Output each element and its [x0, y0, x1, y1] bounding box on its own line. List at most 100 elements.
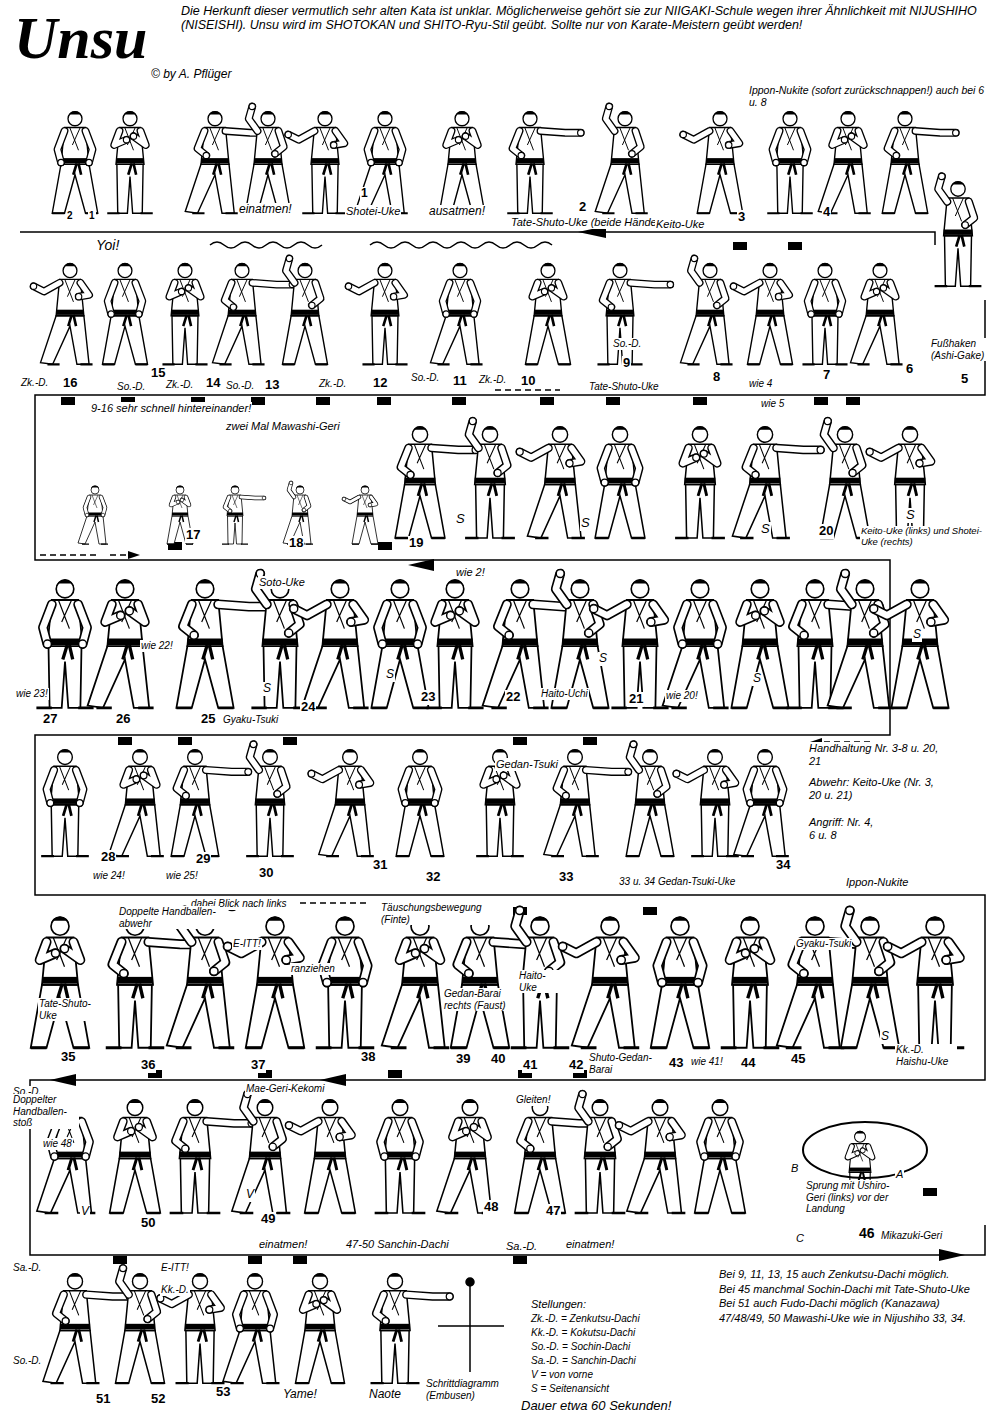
note-label: Sa.-D.: [505, 1240, 538, 1253]
karateka-figure: [395, 426, 479, 538]
karateka-figure: [246, 741, 294, 856]
karateka-figure: [426, 579, 483, 708]
note-label: Mikazuki-Geri: [880, 1230, 943, 1242]
note-label: S: [912, 628, 922, 642]
karateka-figure: [866, 426, 935, 538]
callout-number: 49: [260, 1212, 276, 1227]
karateka-figure: [626, 741, 674, 856]
callout-number: 44: [740, 1056, 756, 1071]
karateka-figure: [109, 749, 164, 856]
callout-number: 20: [818, 524, 834, 539]
note-label: Soto-Uke: [258, 576, 306, 589]
karateka-figure: [116, 1265, 165, 1383]
callout-number: 10: [520, 374, 536, 389]
note-label: wie 5: [760, 398, 785, 410]
note-label: V: [245, 1188, 255, 1202]
note-label: Fußhaken (Ashi-Gake): [930, 338, 992, 361]
karateka-figure: [663, 579, 729, 708]
karateka-figure: [251, 570, 308, 708]
callout-number: 11: [452, 374, 468, 389]
position-marker: [846, 397, 860, 405]
note-label: Tate-Shuto-Uke: [38, 998, 100, 1021]
callout-number: 12: [372, 376, 388, 391]
note-label: S: [905, 508, 916, 523]
callout-number: 7: [822, 368, 831, 383]
note-label: S: [262, 682, 272, 696]
position-marker: [61, 397, 75, 405]
note-label: Gyaku-Tsuki: [795, 938, 852, 950]
note-label: Naote: [368, 1388, 402, 1402]
callout-number: 4: [822, 205, 831, 220]
callout-number: 15: [150, 366, 166, 381]
note-label: Tate-Shuto-Uke (beide Hände): [510, 216, 661, 229]
karateka-figure: [171, 749, 251, 856]
position-marker: [923, 1188, 937, 1196]
karateka-figure: [316, 916, 375, 1048]
note-label: © by A. Pflüger: [150, 68, 232, 82]
note-label: wie 48: [42, 1138, 73, 1150]
note-label: Dauer etwa 60 Sekunden!: [520, 1399, 672, 1414]
karateka-figure: [345, 263, 407, 364]
callout-number: 9: [622, 356, 631, 371]
note-label: einatmen!: [565, 1238, 615, 1251]
note-label: S: [455, 512, 466, 527]
note-label: Gedan-Barai rechts (Faust): [443, 988, 515, 1011]
karateka-figure: [516, 426, 585, 538]
callout-number: 35: [60, 1050, 76, 1065]
position-marker: [643, 907, 657, 915]
position-marker: [113, 1256, 127, 1264]
note-label: Mae-Geri-Kekomi: [245, 1083, 325, 1095]
karateka-figure: [232, 1091, 291, 1213]
callout-number: 6: [905, 362, 914, 377]
note-label: Doppelter Handballen-stoß: [12, 1094, 79, 1129]
karateka-figure: [511, 906, 570, 1047]
karateka-figure: [223, 1273, 280, 1383]
motion-swirl: [803, 1122, 927, 1178]
karateka-figure: [102, 263, 147, 364]
figure-group: [30, 103, 981, 1383]
note-label: Bei 51 auch Fudo-Dachi möglich (Kanazawa…: [718, 1297, 990, 1310]
note-label: S: [385, 668, 395, 682]
note-label: wie 2!: [455, 566, 486, 579]
note-label: Gyaku-Tsuki: [222, 714, 279, 726]
karateka-figure: [465, 418, 515, 538]
callout-number: 13: [264, 378, 280, 393]
note-label: E-ITT!: [160, 1262, 190, 1274]
note-label: So.-D. = Sochin-Dachi: [530, 1341, 631, 1353]
callout-number: 29: [195, 852, 211, 867]
note-label: Sa.-D.: [12, 1262, 42, 1274]
karateka-figure: [375, 1099, 426, 1213]
karateka-figure: [431, 263, 483, 364]
note-label: Ippon-Nukite (sofort zurückschnappen!) a…: [748, 84, 990, 108]
note-label: Angriff: Nr. 4, 6 u. 8: [808, 816, 880, 841]
callout-number: 51: [95, 1392, 111, 1407]
position-marker: [513, 737, 527, 745]
note-label: wie 23!: [15, 688, 49, 700]
callout-number: 33: [558, 870, 574, 885]
callout-number: 18: [288, 536, 304, 551]
note-label: Shuto-Gedan-Barai: [588, 1052, 665, 1075]
note-label: Shotei-Uke: [345, 205, 401, 218]
karateka-figure: [41, 749, 89, 856]
note-label: S: [580, 516, 591, 531]
note-label: Bei 9, 11, 13, 15 auch Zenkutsu-Dachi mö…: [718, 1268, 990, 1281]
karateka-figure: [296, 1273, 345, 1383]
karateka-figure: [439, 111, 485, 213]
karateka-figure: [731, 579, 788, 708]
karateka-figure: [308, 749, 374, 856]
note-label: Kk.-D. Haishu-Uke: [895, 1044, 957, 1067]
karateka-figure: [721, 916, 780, 1048]
karateka-figure: [595, 426, 645, 538]
note-label: Sa.-D. = Sanchin-Dachi: [530, 1355, 637, 1367]
karateka-figure: [525, 263, 570, 364]
note-label: Ippon-Nukite: [845, 876, 909, 889]
karateka-figure: [342, 486, 378, 545]
callout-number: 52: [150, 1392, 166, 1407]
note-label: A: [895, 1168, 904, 1181]
karateka-figure: [285, 111, 348, 213]
callout-number: 1: [88, 210, 96, 222]
callout-number: 16: [62, 376, 78, 391]
note-label: Haito-Uke: [518, 970, 562, 993]
note-label: Täuschungsbewegung (Finte): [380, 902, 492, 925]
note-label: V: [80, 1205, 90, 1219]
